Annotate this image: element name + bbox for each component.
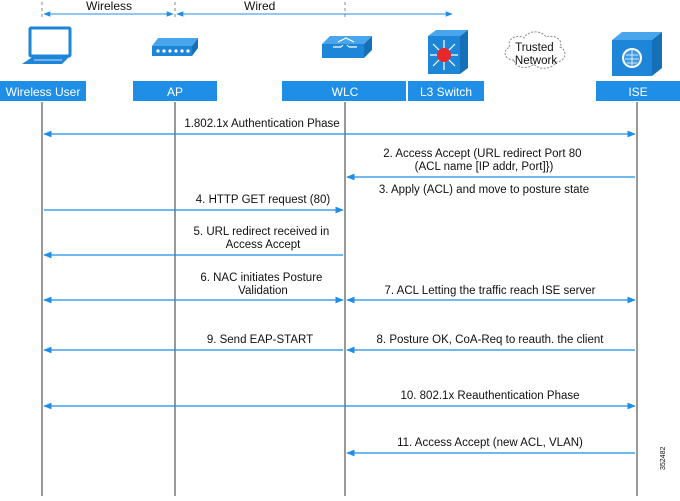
layer3-switch-icon [428, 30, 468, 74]
msg6-label: 6. NAC initiates Posture Validation [200, 272, 325, 297]
msg5-line2: Access Accept [226, 239, 302, 251]
msg5-label: 5. URL redirect received in Access Accep… [194, 226, 333, 251]
msg10-label: 10. 802.1x Reauthentication Phase [400, 390, 579, 402]
wireless-user-label: Wireless User [6, 85, 81, 99]
laptop-icon [22, 26, 72, 64]
msg2-line1: 2. Access Accept (URL redirect Port 80 [383, 148, 581, 160]
ise-label: ISE [628, 85, 647, 99]
ise-server-icon [612, 32, 662, 76]
figure-id: 352482 [660, 447, 667, 470]
msg1-label: 1.802.1x Authentication Phase [184, 118, 339, 130]
wireless-zone-label: Wireless [86, 0, 132, 13]
cloud-label-line2: Network [515, 55, 557, 67]
msg7-label: 7. ACL Letting the traffic reach ISE ser… [385, 285, 596, 297]
msg2-label: 2. Access Accept (URL redirect Port 80 (… [383, 148, 585, 173]
ap-label: AP [167, 85, 183, 99]
wireless-user-header [0, 81, 86, 101]
msg2-line2: (ACL name [IP addr, Port]}) [415, 161, 554, 173]
actor-headers [0, 81, 680, 101]
wired-zone-label: Wired [244, 0, 275, 13]
msg8-label: 8. Posture OK, CoA-Req to reauth. the cl… [377, 334, 605, 346]
ise-header [596, 81, 680, 101]
wireless-controller-icon [322, 36, 372, 58]
msg9-label: 9. Send EAP-START [207, 334, 313, 346]
msg5-line1: 5. URL redirect received in [194, 226, 330, 238]
l3-switch-label: L3 Switch [420, 85, 472, 99]
wlc-label: WLC [332, 85, 359, 99]
wlc-header [282, 81, 406, 101]
l3-switch-header [408, 81, 484, 101]
cloud-label: Trusted Network [515, 42, 557, 67]
ap-header [133, 81, 217, 101]
msg11-label: 11. Access Accept (new ACL, VLAN) [397, 437, 583, 449]
msg6-line1: 6. NAC initiates Posture [200, 272, 322, 284]
cloud-icon [504, 31, 566, 69]
msg3-label: 3. Apply (ACL) and move to posture state [379, 184, 589, 196]
access-point-icon [152, 38, 198, 56]
msg4-label: 4. HTTP GET request (80) [196, 194, 331, 206]
msg6-line2: Validation [238, 285, 288, 297]
cloud-label-line1: Trusted [515, 42, 554, 54]
message-arrows [43, 130, 636, 457]
